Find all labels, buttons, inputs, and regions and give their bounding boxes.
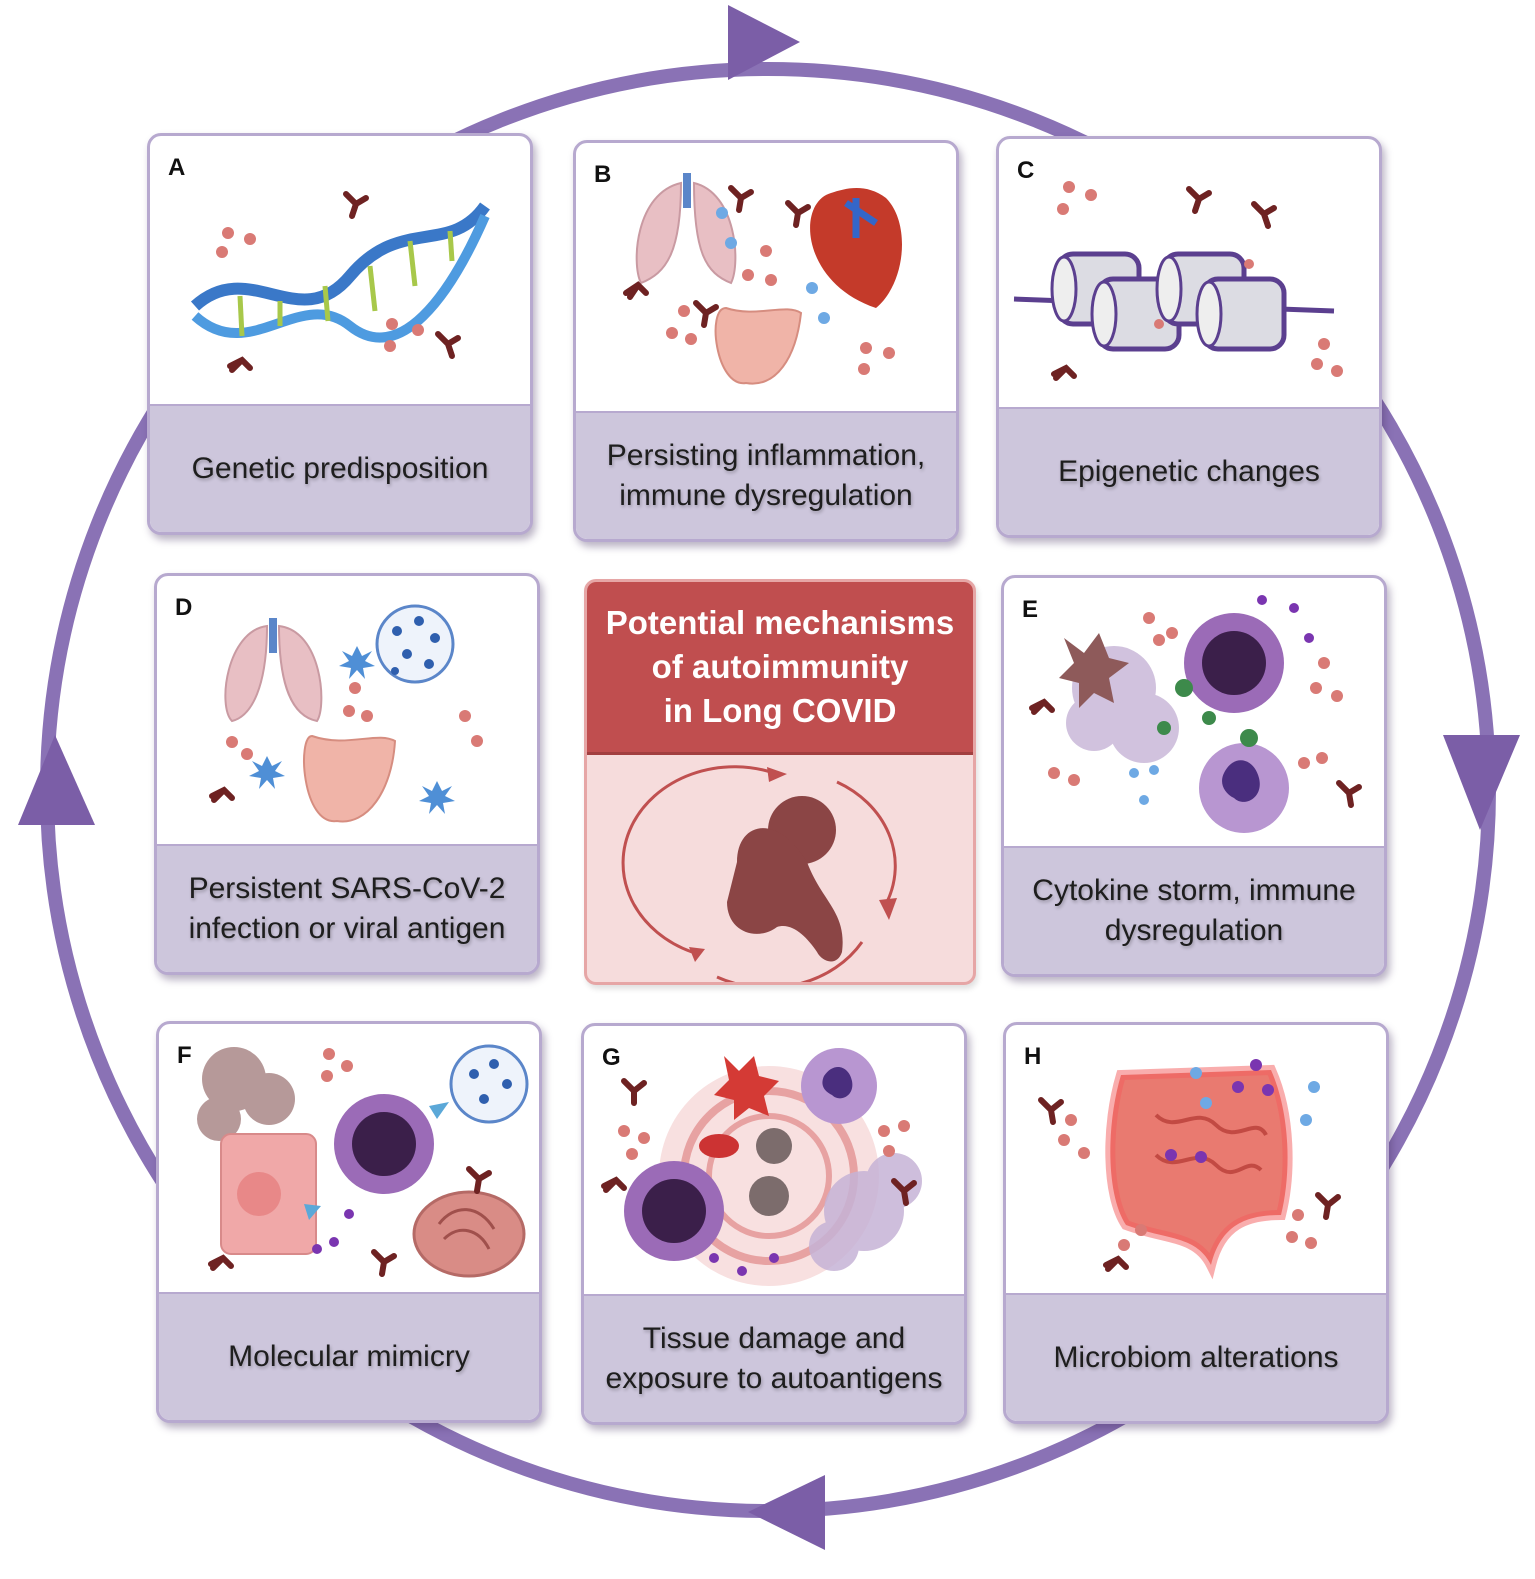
arrow-head-bottom — [748, 1475, 825, 1550]
title-line: of autoimmunity — [651, 648, 909, 685]
organs-icon — [623, 173, 903, 385]
arrow-head-right — [1443, 735, 1520, 830]
panel-c: C Epigenetic changes — [996, 136, 1382, 538]
caption-line: Molecular mimicry — [228, 1340, 470, 1373]
caption-line: Genetic predisposition — [191, 452, 489, 485]
panel-d: D Persistent SARS-CoV-2 infection or vir… — [154, 573, 540, 975]
center-title: Potential mechanisms of autoimmunity in … — [587, 582, 973, 755]
panel-f: F Molecular mimicry — [156, 1021, 542, 1423]
panel-letter: D — [175, 594, 193, 621]
patient-cycle-icon — [621, 765, 897, 982]
title-line: Potential mechanisms — [605, 604, 955, 641]
panel-letter: H — [1024, 1043, 1042, 1070]
tissue-damage-icon — [601, 1048, 922, 1286]
title-line: in Long COVID — [663, 692, 897, 729]
caption-line: Cytokine storm, immune — [1032, 874, 1356, 907]
caption-line: Epigenetic changes — [1058, 455, 1320, 488]
panel-caption: Genetic predisposition — [150, 404, 530, 532]
nucleosome-icon — [1013, 181, 1343, 381]
panel-caption: Microbiom alterations — [1006, 1293, 1386, 1421]
caption-line: infection or viral antigen — [188, 912, 506, 945]
arrow-head-left — [18, 735, 95, 825]
panel-caption: Molecular mimicry — [159, 1292, 539, 1420]
panel-letter: F — [177, 1042, 192, 1069]
panel-caption: Tissue damage and exposure to autoantige… — [584, 1294, 964, 1422]
panel-letter: E — [1022, 596, 1039, 623]
panel-caption: Persistent SARS-CoV-2 infection or viral… — [157, 844, 537, 972]
arrow-head-top — [728, 5, 800, 80]
panel-letter: A — [168, 154, 186, 181]
curled-figure-icon — [727, 796, 843, 962]
panel-caption: Persisting inflammation, immune dysregul… — [576, 411, 956, 539]
panel-caption: Epigenetic changes — [999, 407, 1379, 535]
caption-line: Persisting inflammation, — [606, 439, 926, 472]
caption-line: Tissue damage and — [642, 1322, 906, 1355]
panel-h: H Microbiom alterations — [1003, 1022, 1389, 1424]
panel-a: A Genetic predisposition — [147, 133, 533, 535]
center-title-box: Potential mechanisms of autoimmunity in … — [584, 579, 976, 985]
intestine-icon — [1038, 1059, 1341, 1280]
lymphocyte-icon — [197, 1044, 529, 1278]
caption-line: immune dysregulation — [619, 479, 913, 512]
panel-letter: B — [594, 161, 612, 188]
panel-e: E Cytokine storm, immune dysregulation — [1001, 575, 1387, 977]
caption-line: dysregulation — [1104, 914, 1284, 947]
caption-line: Persistent SARS-CoV-2 — [188, 872, 506, 905]
immune-cells-icon — [1029, 595, 1362, 833]
caption-line: exposure to autoantigens — [605, 1362, 943, 1395]
panel-letter: G — [602, 1044, 621, 1071]
panel-caption: Cytokine storm, immune dysregulation — [1004, 846, 1384, 974]
panel-b: B Persisting inflammation, immune dysreg… — [573, 140, 959, 542]
virus-icon — [209, 604, 483, 823]
dna-helix-icon — [190, 191, 490, 373]
panel-g: G Tissue damage and exposure to autoanti… — [581, 1023, 967, 1425]
panel-letter: C — [1017, 157, 1035, 184]
caption-line: Microbiom alterations — [1053, 1341, 1339, 1374]
